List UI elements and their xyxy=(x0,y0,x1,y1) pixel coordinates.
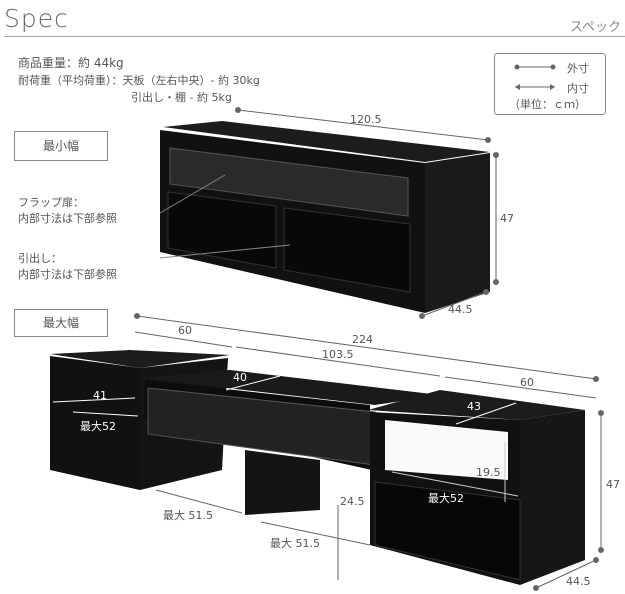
legend-inner: 内寸 xyxy=(567,82,589,95)
leg-height-dim: 24.5 xyxy=(340,495,365,508)
center-width-dim: 103.5 xyxy=(322,348,354,361)
header-divider xyxy=(4,36,625,37)
max-depth-dim: 44.5 xyxy=(566,575,591,588)
legend-unit: （単位：ｃｍ） xyxy=(509,98,586,111)
flap-note-1: フラップ扉： xyxy=(18,196,84,209)
page-title: Spec xyxy=(4,4,69,33)
legend-outer: 外寸 xyxy=(567,62,589,75)
left-max-dim: 最大52 xyxy=(80,420,116,433)
weight-text: 商品重量：約 44kg xyxy=(18,56,124,70)
max-dim-lines xyxy=(52,313,604,591)
left-inner-dim: 41 xyxy=(93,389,107,402)
min-width-dim: 120.5 xyxy=(350,113,382,126)
gap-left-dim: 最大 51.5 xyxy=(163,509,213,522)
dimension-legend: 外寸 内寸 （単位：ｃｍ） xyxy=(494,53,606,115)
min-depth-dim: 44.5 xyxy=(448,303,473,316)
right-max-dim: 最大52 xyxy=(428,492,464,505)
right-shelf-dim: 19.5 xyxy=(476,466,501,479)
flap-note-2: 内部寸法は下部参照 xyxy=(18,212,117,225)
drawer-note-2: 内部寸法は下部参照 xyxy=(18,268,117,281)
gap-right-dim: 最大 51.5 xyxy=(270,537,320,550)
load-text: 耐荷重（平均荷重）：天板（左右中央）- 約 30kg xyxy=(18,74,260,87)
legend-lines xyxy=(514,64,556,90)
page-subtitle: スペック xyxy=(569,20,621,35)
drawer-note-1: 引出し： xyxy=(18,252,62,265)
center-depth-dim: 40 xyxy=(233,371,247,384)
max-height-dim: 47 xyxy=(606,478,620,491)
total-width-dim: 224 xyxy=(352,333,373,346)
tv-stand-min xyxy=(160,121,490,313)
min-height-dim: 47 xyxy=(500,212,514,225)
left-width-dim: 60 xyxy=(178,324,192,337)
right-inner-dim: 43 xyxy=(467,400,481,413)
right-width-dim: 60 xyxy=(520,376,534,389)
max-width-label: 最大幅 xyxy=(14,309,108,337)
tv-stand-max xyxy=(50,350,585,585)
min-width-label: 最小幅 xyxy=(14,131,108,161)
load-drawer-text: 引出し・棚 - 約 5kg xyxy=(131,91,232,104)
min-dim-lines xyxy=(159,107,499,319)
